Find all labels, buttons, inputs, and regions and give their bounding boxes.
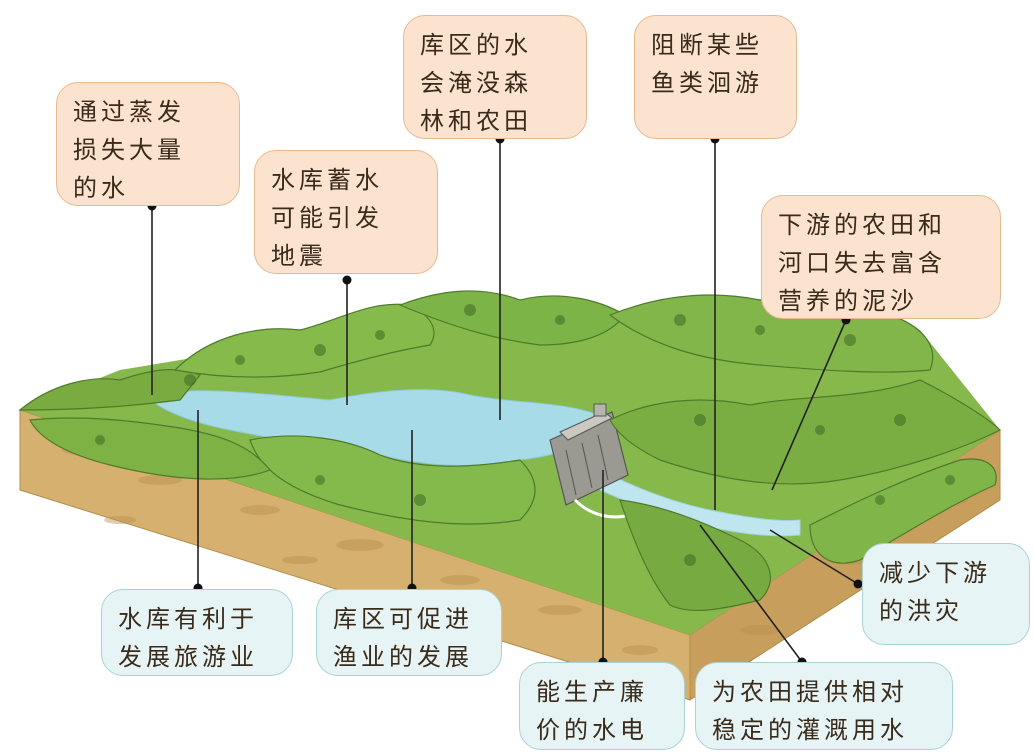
anchor-earthquake [342,275,352,285]
dam [549,403,631,519]
leader-irrigation [699,524,803,663]
callout-irrigation: 为农田提供相对 稳定的灌溉用水 [695,662,953,750]
callout-fishery: 库区可促进 渔业的发展 [316,589,502,676]
leader-flood-control [769,529,859,585]
forest-texture [95,304,955,566]
callout-silt: 下游的农田和 河口失去富含 营养的泥沙 [761,195,1001,319]
callout-earthquake: 水库蓄水 可能引发 地震 [254,150,438,274]
anchor-flood-control [853,579,863,589]
callout-flooding: 库区的水 会淹没森 林和农田 [403,15,587,139]
green-hills [18,290,1002,612]
leader-silt [771,319,847,491]
callout-tourism: 水库有利于 发展旅游业 [101,589,293,676]
callout-evaporation: 通过蒸发 损失大量 的水 [56,82,240,206]
callout-flood-control: 减少下游 的洪灾 [862,543,1030,645]
callout-fish: 阻断某些 鱼类洄游 [634,15,797,139]
callout-hydropower: 能生产廉 价的水电 [519,662,685,750]
